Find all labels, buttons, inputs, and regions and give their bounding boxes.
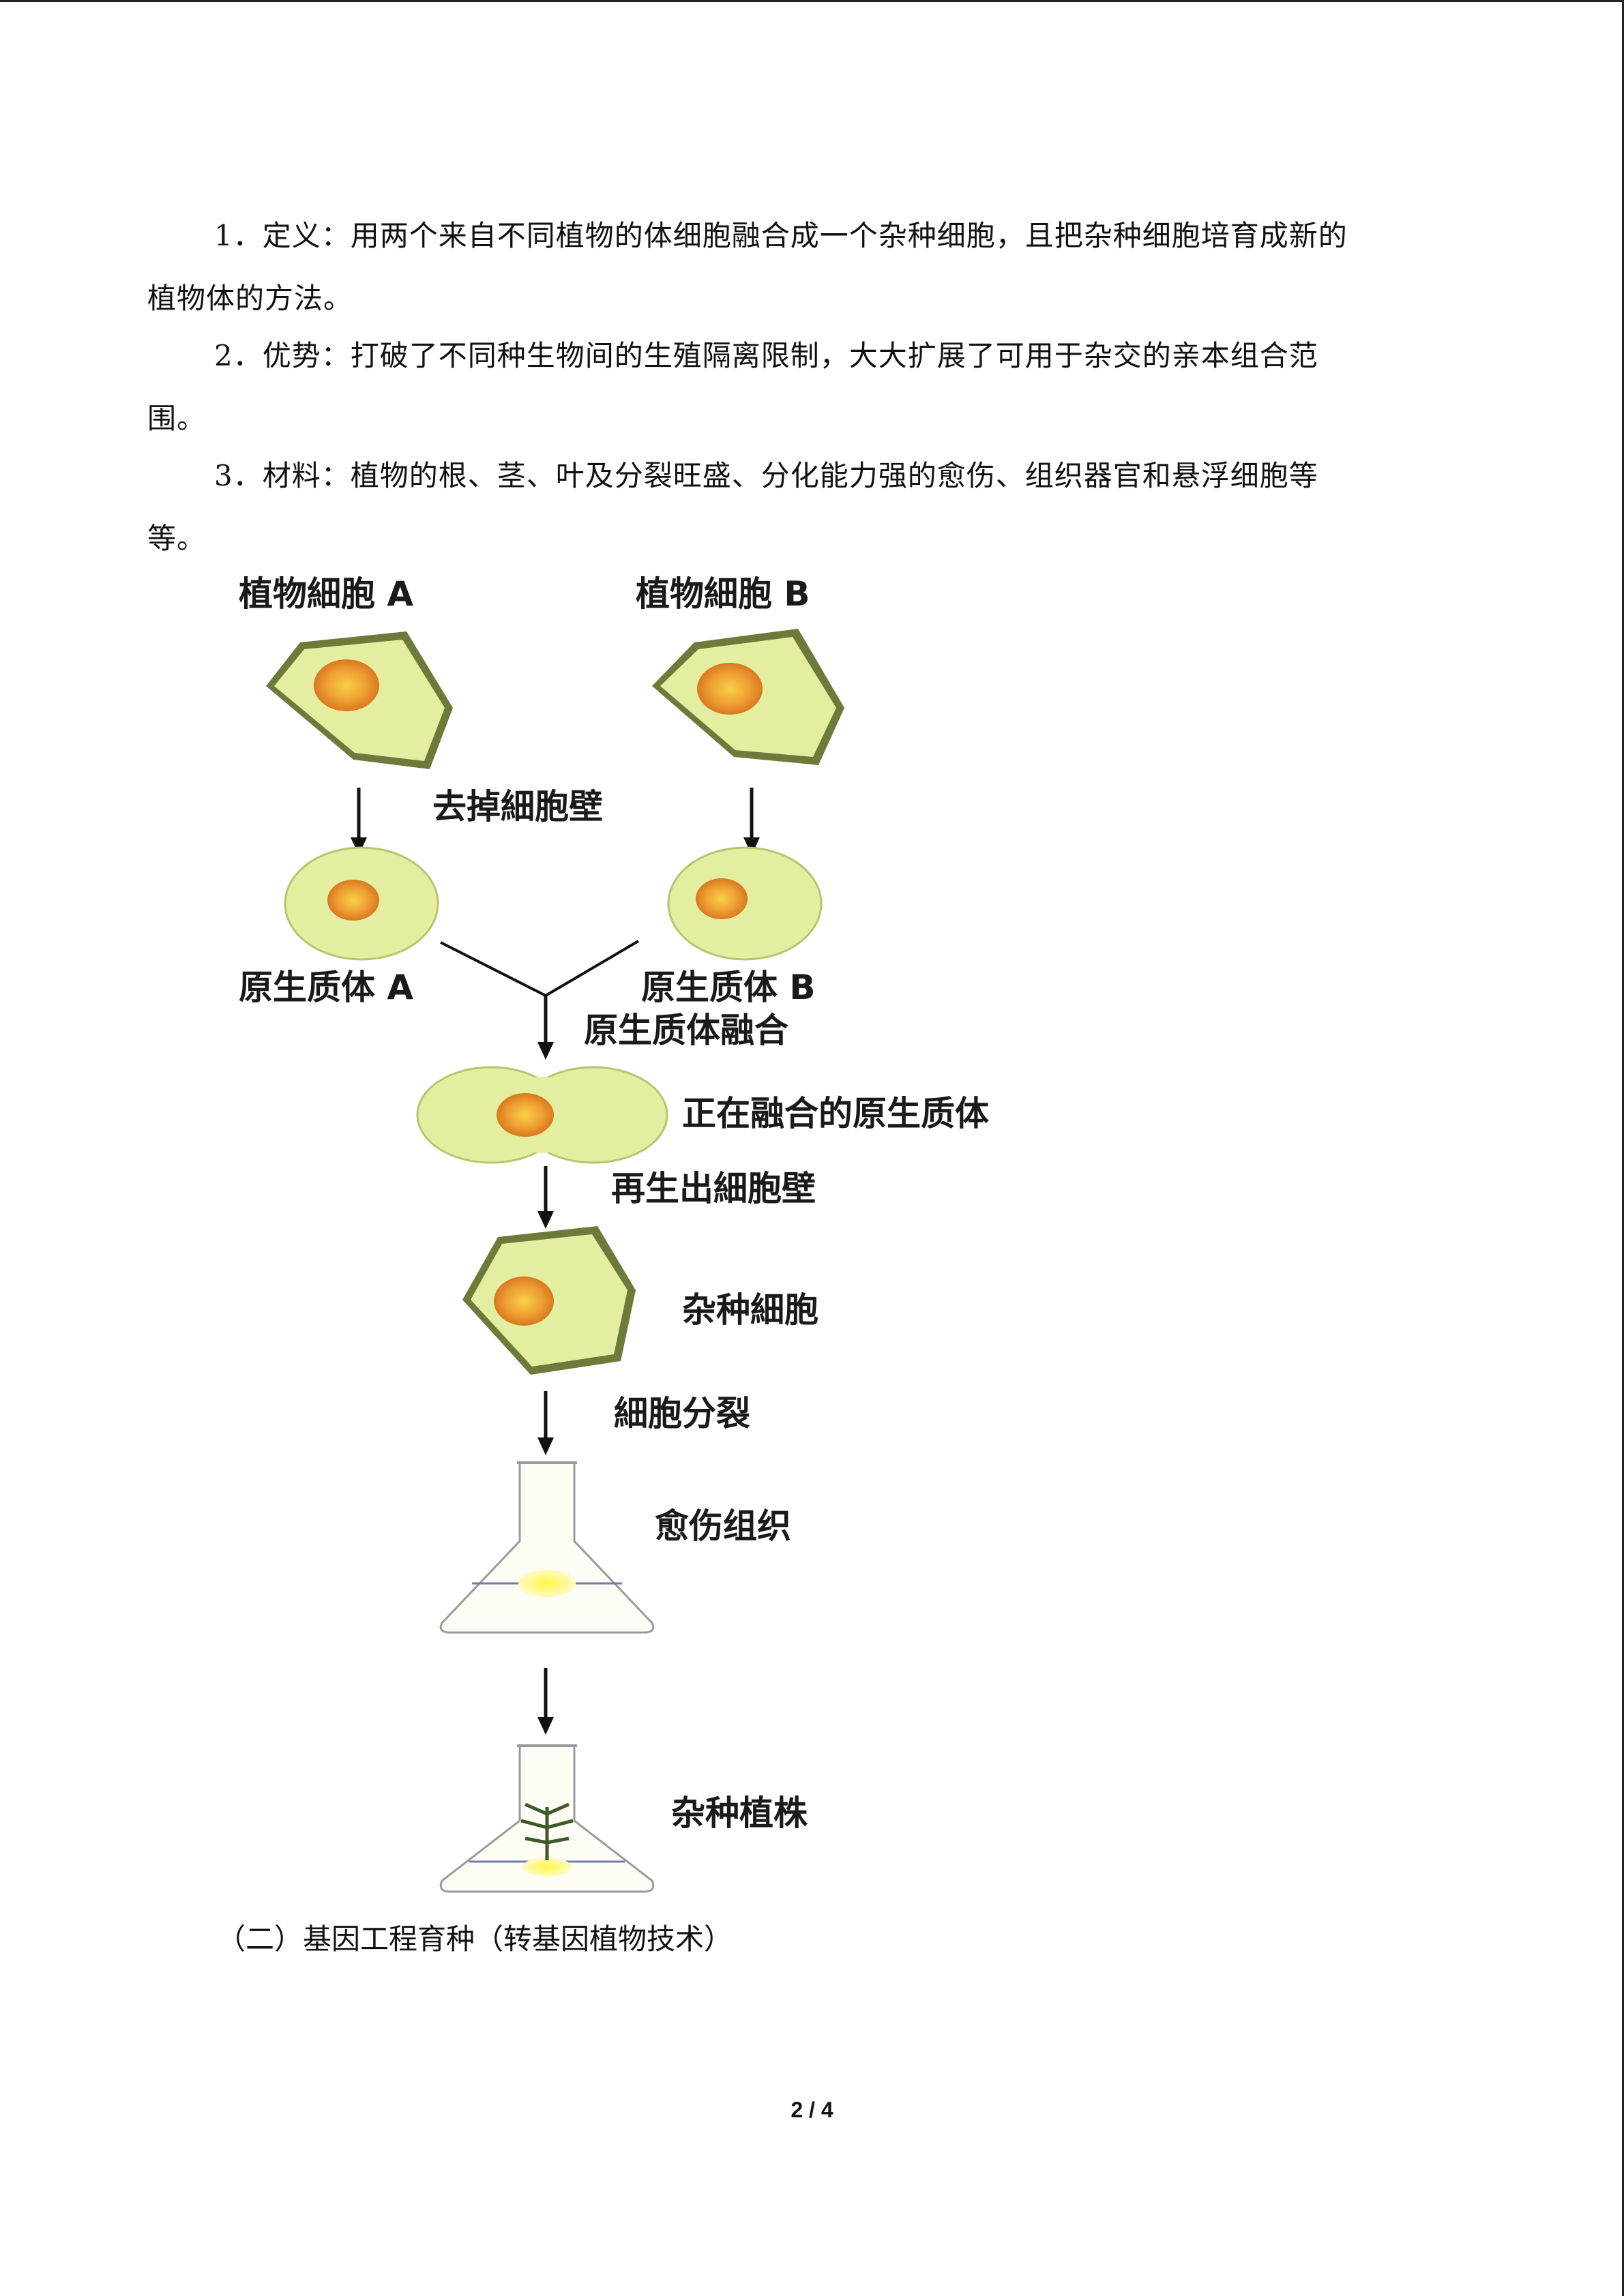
paragraph-advantage: 2．优势：打破了不同种生物间的生殖隔离限制，大大扩展了可用于杂交的亲本组合范 围… — [147, 325, 1484, 450]
label-fusing-protoplast: 正在融合的原生质体 — [682, 1094, 989, 1133]
paragraph-advantage-line2: 围。 — [147, 402, 207, 435]
somatic-hybridization-diagram: 植物細胞 A 植物細胞 B 去掉細胞壁 原生质体 A 原生质体 B — [239, 574, 989, 1893]
nucleus-a — [314, 659, 379, 711]
arrow-remove-wall-b — [743, 788, 760, 855]
label-cell-division: 細胞分裂 — [614, 1394, 750, 1433]
label-regenerate-cell-wall: 再生出細胞壁 — [611, 1169, 816, 1208]
section-heading: （二）基因工程育种（转基因植物技术） — [217, 1922, 733, 1956]
page-border-top — [0, 0, 1624, 2]
label-plant-cell-b: 植物細胞 B — [636, 574, 810, 614]
paragraph-definition-line2: 植物体的方法。 — [147, 282, 353, 315]
merge-lines — [440, 940, 640, 997]
paragraph-material-line2: 等。 — [147, 522, 207, 555]
protoplast-b — [667, 846, 823, 961]
paragraph-material: 3．材料：植物的根、茎、叶及分裂旺盛、分化能力强的愈伤、组织器官和悬浮细胞等 等… — [147, 445, 1484, 570]
arrow-to-plant — [537, 1668, 554, 1735]
label-hybrid-cell: 杂种細胞 — [682, 1290, 818, 1330]
seedling-icon — [520, 1802, 574, 1860]
paragraph-advantage-line1: 2．优势：打破了不同种生物间的生殖隔离限制，大大扩展了可用于杂交的亲本组合范 — [214, 339, 1318, 372]
callus-flask — [439, 1461, 655, 1634]
page-border-right — [1622, 0, 1624, 2296]
nucleus-b — [697, 663, 763, 715]
page-number: 2 / 4 — [791, 2098, 833, 2122]
label-remove-cell-wall: 去掉細胞壁 — [432, 787, 603, 826]
plant-cell-a — [266, 631, 453, 769]
arrow-cell-division — [537, 1391, 554, 1455]
arrow-regenerate-wall — [537, 1166, 554, 1229]
hybrid-plant-flask — [439, 1744, 655, 1893]
fusing-protoplast — [416, 1066, 668, 1164]
callus — [518, 1570, 576, 1597]
paragraph-definition-line1: 1．定义：用两个来自不同植物的体细胞融合成一个杂种细胞，且把杂种细胞培育成新的 — [214, 219, 1348, 252]
label-hybrid-plant: 杂种植株 — [671, 1793, 808, 1833]
label-callus: 愈伤组织 — [655, 1506, 791, 1546]
arrow-fusion — [537, 996, 554, 1060]
paragraph-definition: 1．定义：用两个来自不同植物的体细胞融合成一个杂种细胞，且把杂种细胞培育成新的 … — [147, 205, 1484, 330]
label-protoplast-b: 原生质体 B — [641, 968, 816, 1007]
protoplast-a — [284, 846, 439, 961]
plant-cell-b — [652, 629, 844, 765]
paragraph-material-line1: 3．材料：植物的根、茎、叶及分裂旺盛、分化能力强的愈伤、组织器官和悬浮细胞等 — [214, 459, 1318, 492]
arrow-remove-wall-a — [351, 788, 367, 855]
label-protoplast-a: 原生质体 A — [239, 968, 413, 1007]
label-plant-cell-a: 植物細胞 A — [239, 574, 413, 614]
label-protoplast-fusion: 原生质体融合 — [584, 1011, 788, 1050]
hybrid-cell — [462, 1226, 636, 1375]
